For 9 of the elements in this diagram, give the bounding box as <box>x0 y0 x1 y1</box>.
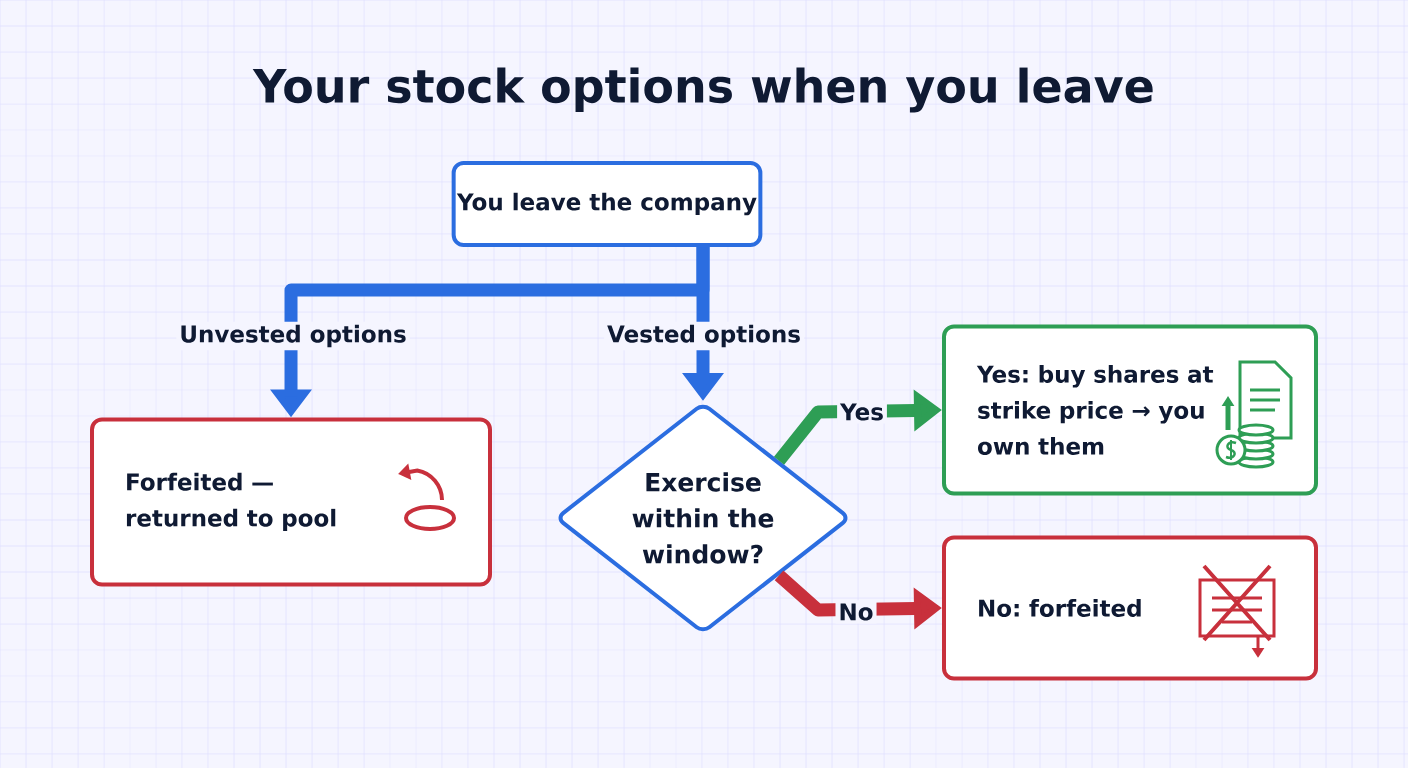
edge-label: Vested options <box>604 321 804 351</box>
process-box: You leave the company <box>451 161 763 247</box>
edge-label: Unvested options <box>176 321 410 351</box>
title: Your stock options when you leave <box>252 67 1153 113</box>
edge-label: Yes <box>837 400 887 424</box>
process-box: No: forfeited <box>942 535 1318 681</box>
process-box: Yes: buy shares at strike price → you own them <box>942 324 1318 496</box>
process-box: Forfeited — returned to pool <box>90 417 492 587</box>
edge-label: No <box>835 600 877 624</box>
